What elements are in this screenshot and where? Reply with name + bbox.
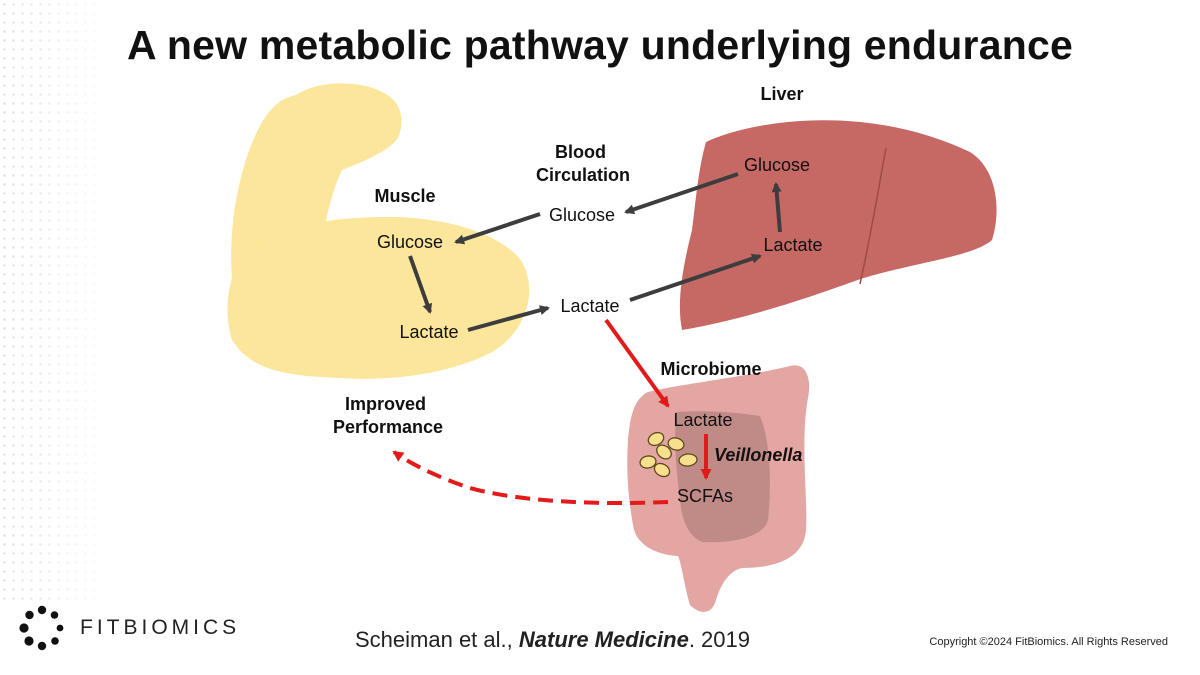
label-muscle: Muscle — [374, 186, 435, 206]
arrow-blood-glucose-to-muscle-glucose — [454, 212, 541, 245]
veillonella-bacteria-cluster — [639, 431, 698, 478]
arrow-blood-lactate-to-gut-lactate — [604, 318, 670, 408]
slide-title: A new metabolic pathway underlying endur… — [127, 22, 1073, 68]
arrow-liver-glucose-to-blood-glucose — [624, 172, 739, 215]
node-muscle-lactate: Lactate — [399, 322, 458, 342]
citation-year: . 2019 — [688, 627, 750, 652]
citation: Scheiman et al., Nature Medicine. 2019 — [355, 627, 750, 653]
dot-ring-logo-icon — [19, 605, 64, 651]
dot-pattern-decoration — [0, 0, 120, 600]
red-arrows — [392, 318, 712, 506]
gut-inner-shape — [675, 411, 770, 543]
node-liver-glucose: Glucose — [744, 155, 810, 175]
arm-silhouette — [231, 83, 402, 278]
arrow-muscle-glucose-to-lactate — [408, 255, 433, 314]
muscle-shape — [227, 83, 530, 379]
dashed-arrow-scfas-to-performance — [392, 450, 669, 506]
node-liver-lactate: Lactate — [763, 235, 822, 255]
arrow-muscle-lactate-to-blood-lactate — [467, 305, 550, 332]
node-muscle-glucose: Glucose — [377, 232, 443, 252]
label-improved-performance: Improved Performance — [333, 394, 443, 437]
copyright-notice: Copyright ©2024 FitBiomics. All Rights R… — [929, 636, 1168, 648]
node-blood-glucose: Glucose — [549, 205, 615, 225]
label-microbiome: Microbiome — [660, 359, 761, 379]
node-blood-lactate: Lactate — [560, 296, 619, 316]
liver-shape — [679, 120, 997, 331]
citation-journal: Nature Medicine — [518, 627, 689, 652]
gut-shape — [627, 365, 810, 612]
node-gut-scfas: SCFAs — [677, 486, 733, 506]
label-liver: Liver — [760, 84, 803, 104]
liver-lobe-line — [859, 147, 887, 285]
label-blood-circulation: Blood Circulation — [536, 142, 630, 185]
biceps-silhouette — [227, 216, 530, 379]
arrow-liver-lactate-to-glucose — [771, 182, 782, 233]
arrow-blood-lactate-to-liver-lactate — [629, 253, 762, 302]
dark-arrows — [408, 172, 782, 332]
citation-authors: Scheiman et al., — [355, 627, 519, 652]
label-veillonella: Veillonella — [714, 445, 802, 465]
node-gut-lactate: Lactate — [673, 410, 732, 430]
brand-name: FITBIOMICS — [80, 616, 241, 639]
fitbiomics-logo: FITBIOMICS — [18, 604, 240, 652]
